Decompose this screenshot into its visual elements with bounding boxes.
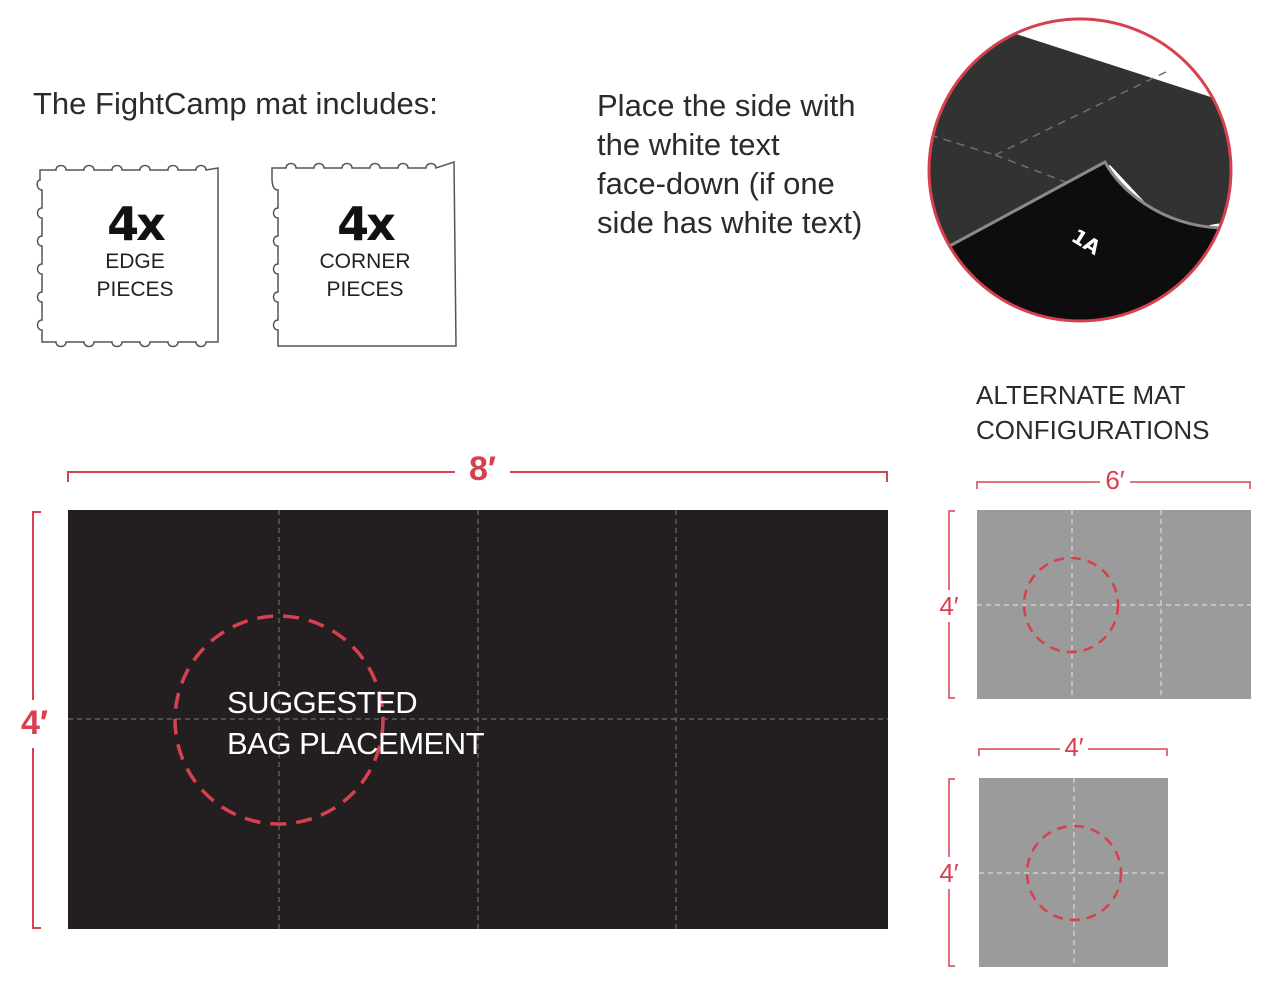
mat-curled-underside [930,159,1230,320]
bag-label-line-1: SUGGESTED [227,685,418,720]
alt-title-line-2: CONFIGURATIONS [976,415,1210,445]
main-mat [68,510,888,929]
alt2-width-bracket-left [978,748,1060,756]
alt2-width-bracket-right [1088,748,1168,756]
alt1-width-label: 6′ [1105,465,1125,495]
alternate-configs-title: ALTERNATE MAT CONFIGURATIONS [976,378,1210,448]
corner-pieces-line2: PIECES [326,278,404,301]
edge-pieces-label: 4x EDGE PIECES [60,200,210,304]
alt1-width-bracket-left [976,481,1100,489]
alt2-height-bracket-top [948,778,955,857]
instruction-line-1: Place the side with [597,88,856,123]
main-width-label: 8′ [468,450,497,488]
height-bracket-top [32,511,41,700]
alt2-height-label: 4′ [939,858,959,888]
placement-instructions: Place the side with the white text face-… [597,86,917,242]
alt-mat-6x4 [977,510,1251,699]
instruction-line-2: the white text [597,127,780,162]
bag-placement-circle [1022,556,1120,654]
alt-mat-4x4 [979,778,1168,967]
main-height-label: 4′ [20,704,49,742]
width-bracket-right [510,471,888,482]
edge-pieces-line1: EDGE [105,250,165,273]
edge-piece-outline [36,164,219,348]
bag-placement-circle [1025,824,1123,922]
alt1-height-bracket-bottom [948,622,955,699]
alt1-height-label: 4′ [939,591,959,621]
instruction-line-4: side has white text) [597,205,863,240]
mat-flip-inset: 1A [927,17,1233,323]
corner-pieces-label: 4x CORNER PIECES [290,200,440,304]
edge-pieces-line2: PIECES [96,278,174,301]
edge-pieces-count: 4x [107,197,166,251]
instruction-line-3: face-down (if one [597,166,835,201]
alt2-width-label: 4′ [1064,732,1084,762]
width-bracket-left [67,471,455,482]
corner-piece-outline [271,160,457,347]
alt1-width-bracket-right [1130,481,1251,489]
inset-circle-border [927,17,1233,323]
bag-placement-label: SUGGESTED BAG PLACEMENT [227,682,485,764]
bag-placement-circle [173,614,385,826]
bag-label-line-2: BAG PLACEMENT [227,726,485,761]
seam-line [930,134,996,156]
corner-pieces-line1: CORNER [319,250,411,273]
alt1-height-bracket-top [948,510,955,590]
height-bracket-bottom [32,748,41,929]
seam-line [994,69,1171,156]
alt-title-line-1: ALTERNATE MAT [976,380,1186,410]
corner-pieces-count: 4x [337,197,396,251]
mat-top-surface [930,20,1230,260]
mat-includes-heading: The FightCamp mat includes: [33,86,438,121]
alt2-height-bracket-bottom [948,889,955,967]
